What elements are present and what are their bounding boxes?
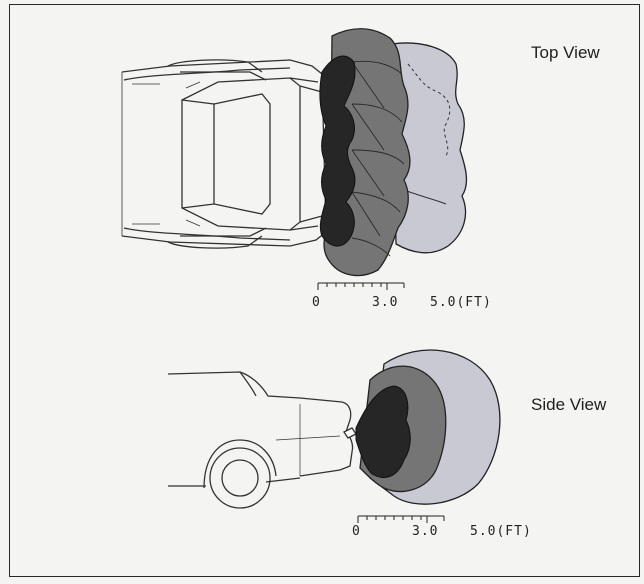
top-scale-zero-label: 0 [312, 295, 321, 310]
side-view-car [167, 371, 357, 509]
top-view-zone-near [319, 55, 356, 247]
diagram-frame [9, 4, 640, 577]
top-view-zone-boundary-dashed [407, 63, 451, 157]
side-view-scale-bar [357, 515, 445, 523]
top-view-title: Top View [531, 43, 600, 62]
top-view-scale-bar [317, 282, 405, 290]
side-scale-mid-label: 3.0 [412, 524, 439, 539]
side-scale-zero-label: 0 [352, 524, 361, 539]
side-view-title: Side View [531, 395, 607, 414]
top-view-zone-far [391, 42, 468, 254]
top-scale-max-label: 5.0(FT) [430, 295, 492, 310]
side-scale-max-label: 5.0(FT) [470, 524, 532, 539]
top-view-zone-mid-dividers [351, 60, 405, 257]
top-view-car [121, 59, 327, 249]
top-scale-mid-label: 3.0 [372, 295, 399, 310]
side-view-zone-near [355, 385, 411, 478]
